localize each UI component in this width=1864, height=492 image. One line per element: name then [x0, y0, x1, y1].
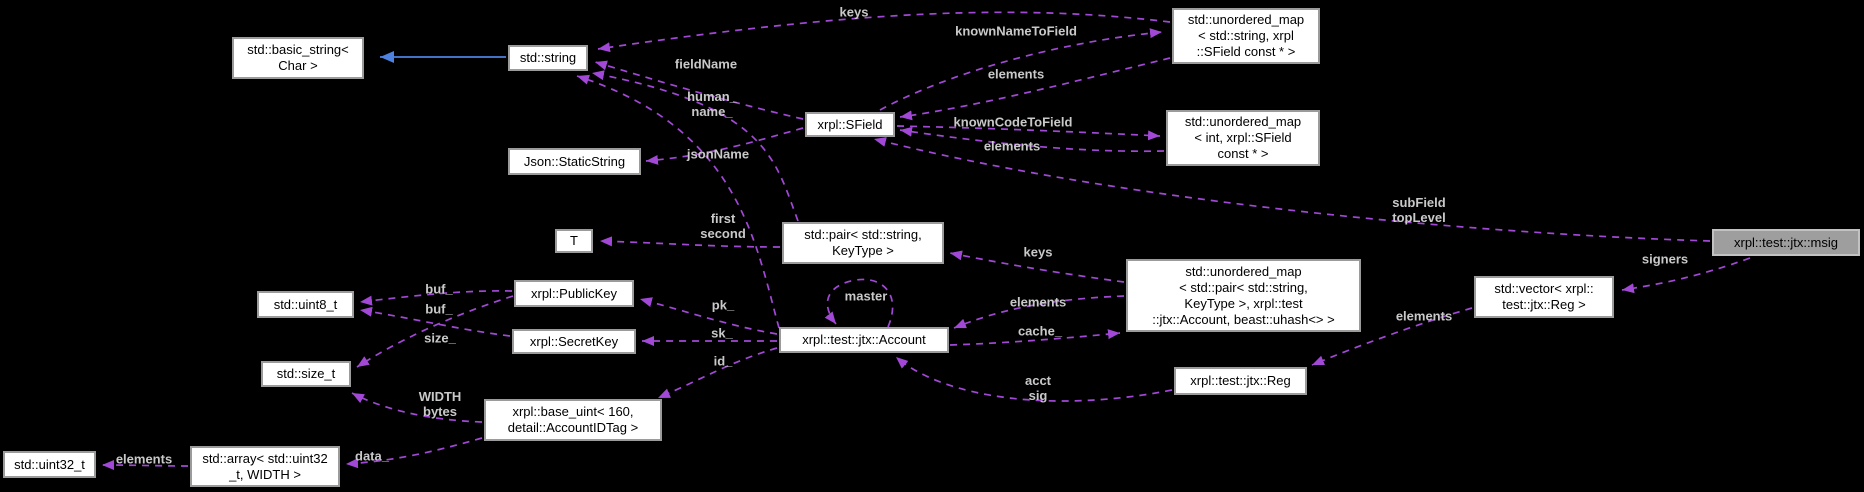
node-xrpl-test-jtx-account[interactable]: xrpl::test::jtx::Account [779, 327, 949, 353]
edge-signers [1621, 257, 1751, 294]
node-std-vector-reg[interactable]: std::vector< xrpl:: test::jtx::Reg > [1474, 276, 1614, 318]
edge-pair-second [599, 236, 781, 248]
node-xrpl-secret-key[interactable]: xrpl::SecretKey [512, 329, 636, 354]
node-xrpl-test-jtx-msig: xrpl::test::jtx::msig [1712, 229, 1860, 256]
node-unordered-map-name-to-sfield[interactable]: std::unordered_map < std::string, xrpl :… [1172, 8, 1320, 64]
node-xrpl-public-key[interactable]: xrpl::PublicKey [514, 280, 634, 307]
edge-keys-mid [949, 250, 1125, 283]
edge-cache [949, 329, 1121, 346]
edge-keys-top [597, 11, 1171, 53]
node-xrpl-base-uint[interactable]: xrpl::base_uint< 160, detail::AccountIDT… [484, 399, 662, 441]
edge-master-self-loop [824, 278, 894, 328]
node-std-pair[interactable]: std::pair< std::string, KeyType > [782, 222, 944, 264]
edge-acct-sig [895, 356, 1173, 402]
edge-elements-name-map [899, 57, 1171, 121]
edge-pk [639, 297, 778, 335]
edge-elements-code-map [899, 126, 1165, 153]
edge-id [657, 347, 778, 399]
edge-elements-array [101, 460, 189, 471]
node-t[interactable]: T [555, 229, 593, 253]
node-std-uint32-t[interactable]: std::uint32_t [3, 451, 96, 478]
node-std-uint8-t[interactable]: std::uint8_t [257, 291, 354, 318]
edge-buf1 [359, 290, 513, 306]
edge-json-name [645, 127, 804, 165]
edge-buf2 [359, 306, 511, 337]
edge-elements-accounts-map [953, 295, 1125, 329]
edge-field-name [594, 60, 804, 120]
node-json-static-string[interactable]: Json::StaticString [508, 148, 641, 175]
node-xrpl-sfield[interactable]: xrpl::SField [805, 112, 895, 137]
edge-size [356, 295, 514, 368]
edge-known-name-to-field [879, 28, 1163, 111]
node-std-array[interactable]: std::array< std::uint32 _t, WIDTH > [190, 446, 340, 487]
edge-width-bytes [351, 392, 483, 423]
node-unordered-map-accounts[interactable]: std::unordered_map < std::pair< std::str… [1126, 259, 1361, 332]
edge-human-name [576, 74, 780, 329]
node-std-string[interactable]: std::string [508, 45, 588, 71]
edge-known-code-to-field [896, 125, 1161, 141]
edge-pair-first [591, 70, 799, 222]
node-xrpl-test-jtx-reg[interactable]: xrpl::test::jtx::Reg [1174, 367, 1307, 395]
node-std-basic-string[interactable]: std::basic_string< Char > [232, 37, 364, 79]
edge-data [345, 437, 483, 469]
node-std-size-t[interactable]: std::size_t [261, 361, 351, 387]
node-unordered-map-code-to-sfield[interactable]: std::unordered_map < int, xrpl::SField c… [1166, 110, 1320, 166]
